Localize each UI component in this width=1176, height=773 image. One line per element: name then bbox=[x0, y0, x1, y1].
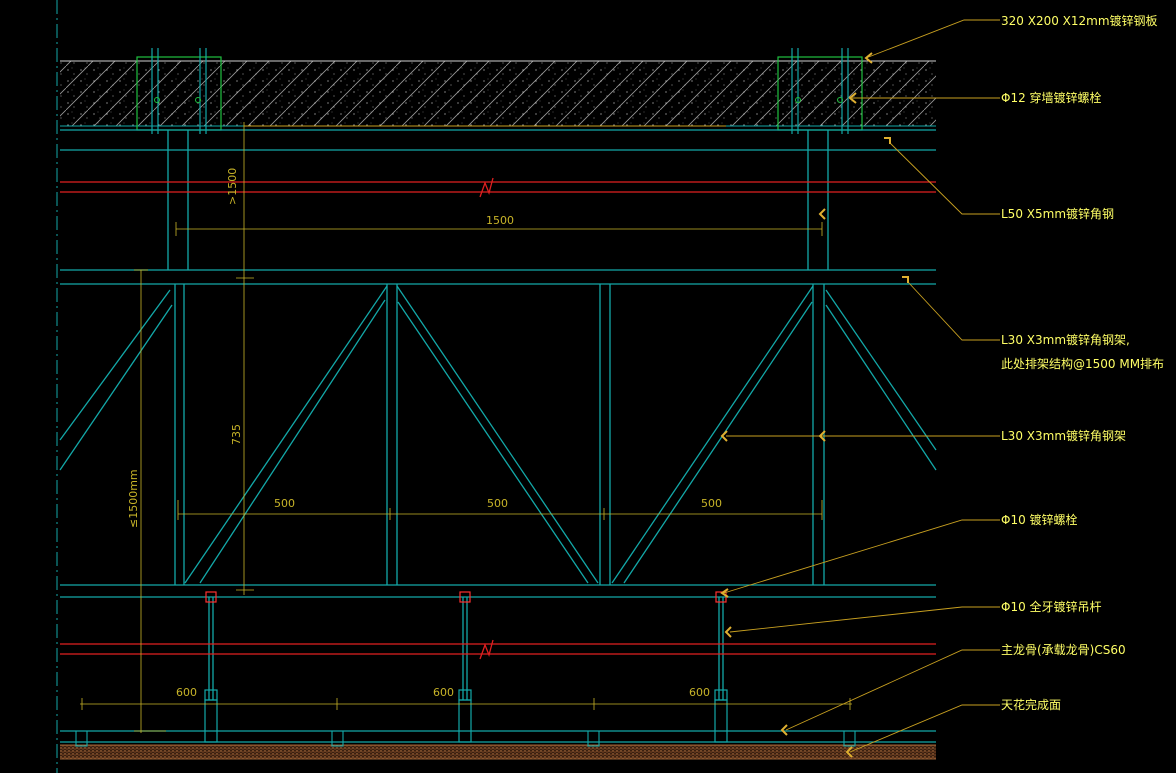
dim-span-top: 1500 bbox=[486, 214, 514, 227]
concrete-slab bbox=[60, 60, 936, 127]
truss-frame bbox=[59, 284, 937, 585]
hanger-rods bbox=[208, 597, 724, 700]
upper-rails bbox=[60, 129, 936, 285]
leader-lines bbox=[723, 19, 1000, 753]
label-ceiling-face: 天花完成面 bbox=[1001, 697, 1061, 712]
label-plate: 320 X200 X12mm镀锌钢板 bbox=[1001, 14, 1158, 28]
label-frame-brace: L30 X3mm镀锌角钢架 bbox=[1001, 429, 1126, 443]
dim-height-frame: 735 bbox=[230, 424, 243, 445]
ceiling-layer bbox=[60, 730, 936, 760]
lower-rails bbox=[60, 584, 936, 598]
dimension-lines bbox=[80, 122, 852, 733]
keel-brackets bbox=[204, 689, 728, 743]
label-bolt-m10: Φ10 镀锌螺栓 bbox=[1001, 512, 1078, 527]
dim-bay-1: 500 bbox=[274, 497, 295, 510]
dim-keel-2: 600 bbox=[433, 686, 454, 699]
dim-keel-3: 600 bbox=[689, 686, 710, 699]
label-rod: Φ10 全牙镀锌吊杆 bbox=[1001, 599, 1102, 614]
red-pipe-lower bbox=[60, 639, 936, 660]
label-frame-line2: 此处排架结构@1500 MM排布 bbox=[1001, 356, 1164, 371]
label-frame-line1: L30 X3mm镀锌角钢架, bbox=[1001, 333, 1130, 347]
upper-posts bbox=[167, 130, 829, 270]
label-anchor-bolt: Φ12 穿墙镀锌螺栓 bbox=[1001, 90, 1102, 105]
dim-bay-3: 500 bbox=[701, 497, 722, 510]
label-main-keel: 主龙骨(承载龙骨)CS60 bbox=[1001, 643, 1126, 657]
label-angle-main: L50 X5mm镀锌角钢 bbox=[1001, 207, 1114, 221]
dim-bay-2: 500 bbox=[487, 497, 508, 510]
leader-arrows bbox=[720, 52, 909, 758]
dim-height-top: >1500 bbox=[226, 168, 239, 205]
anchor-plate-left bbox=[136, 48, 222, 134]
m10-bolts bbox=[205, 591, 727, 603]
dim-height-total: ≤1500mm bbox=[127, 469, 140, 528]
dim-keel-1: 600 bbox=[176, 686, 197, 699]
red-pipe-upper bbox=[60, 177, 936, 198]
